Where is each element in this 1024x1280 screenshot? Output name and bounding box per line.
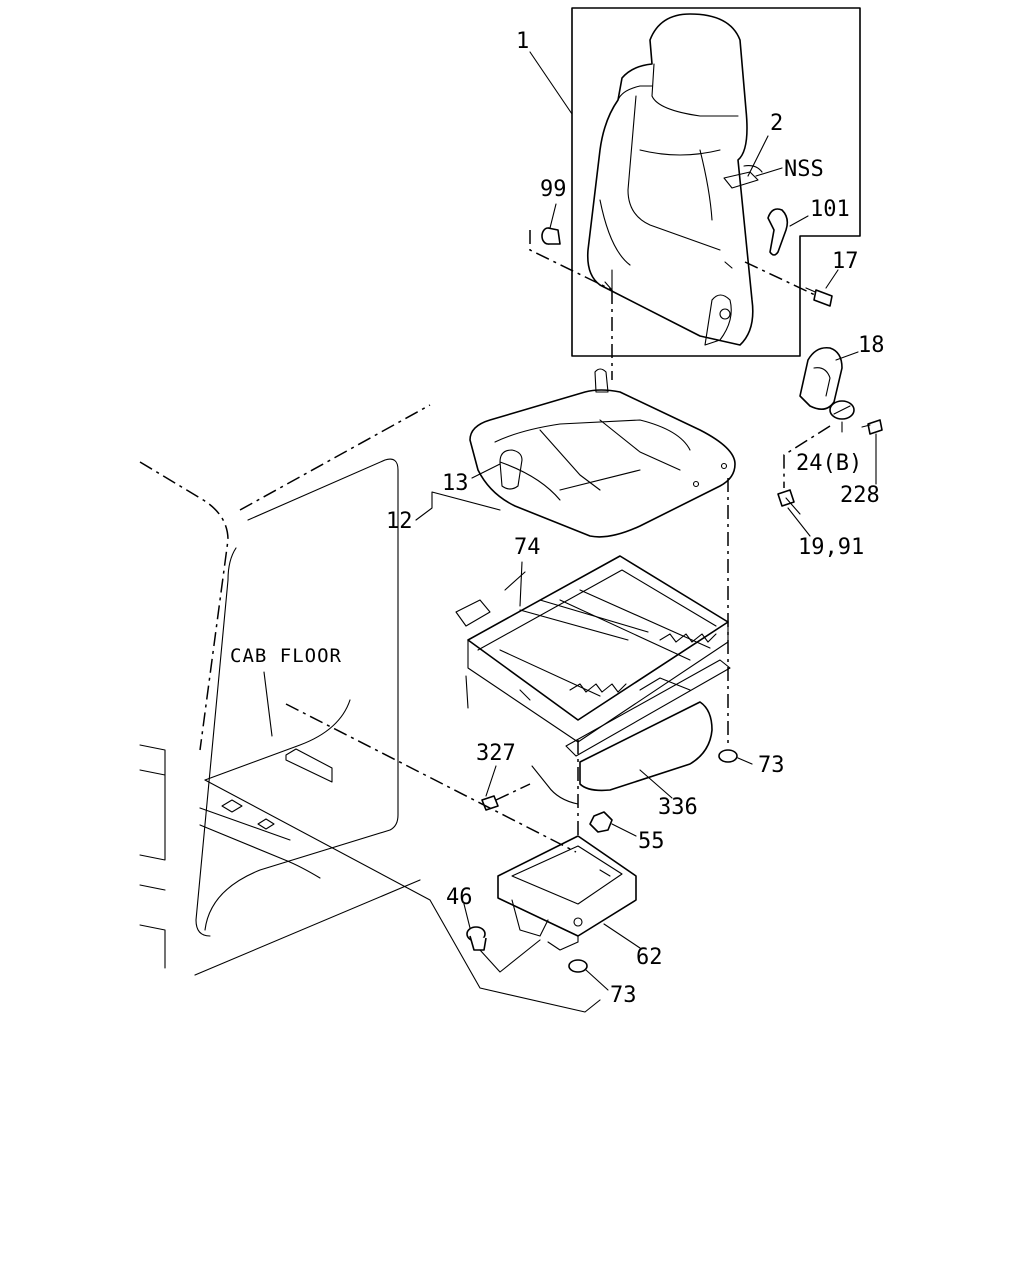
part-labels: 1 2 NSS 99 101 17 18 24(B) 228 19,91 13 … [230,29,885,1008]
bolt-17 [744,261,833,307]
floor-to-base-line [204,779,601,1013]
label-cab-floor: CAB FLOOR [230,645,342,667]
leader-lines [263,51,877,991]
seat-cushion [469,368,736,538]
bolt-19-91 [777,489,801,515]
label-part-74: 74 [514,535,541,560]
leader-dash-24 [783,425,831,488]
screw-228 [861,419,883,435]
seat-base-62 [497,835,637,951]
label-part-17: 17 [832,249,859,274]
nut-55 [589,811,613,833]
label-part-73-upper: 73 [758,753,785,778]
side-cover-336 [531,701,713,805]
label-part-46: 46 [446,885,473,910]
nut-73-lower [568,959,588,973]
label-part-19-91: 19,91 [798,535,864,560]
cab-outline [139,404,431,976]
bushing-99 [529,227,613,291]
label-part-228: 228 [840,483,880,508]
label-part-12: 12 [386,509,413,534]
label-part-24b: 24(B) [796,451,862,476]
label-part-13: 13 [442,471,469,496]
cover-18 [799,346,843,410]
label-part-62: 62 [636,945,663,970]
backrest-frame-box [571,7,861,357]
seat-backrest [586,13,763,346]
label-part-2: 2 [770,111,783,136]
cap-24b [829,400,855,420]
label-part-18: 18 [858,333,885,358]
link-dash-cab-floor [285,703,577,853]
label-part-55: 55 [638,829,665,854]
label-part-99: 99 [540,177,567,202]
label-part-1: 1 [516,29,529,54]
label-part-73-lower: 73 [610,983,637,1008]
label-part-336: 336 [658,795,698,820]
grommet-46 [466,926,541,973]
recliner-lever [767,208,789,256]
nut-73-upper [718,478,738,763]
label-part-101: 101 [810,197,850,222]
label-part-327: 327 [476,741,516,766]
label-nss: NSS [784,157,824,182]
